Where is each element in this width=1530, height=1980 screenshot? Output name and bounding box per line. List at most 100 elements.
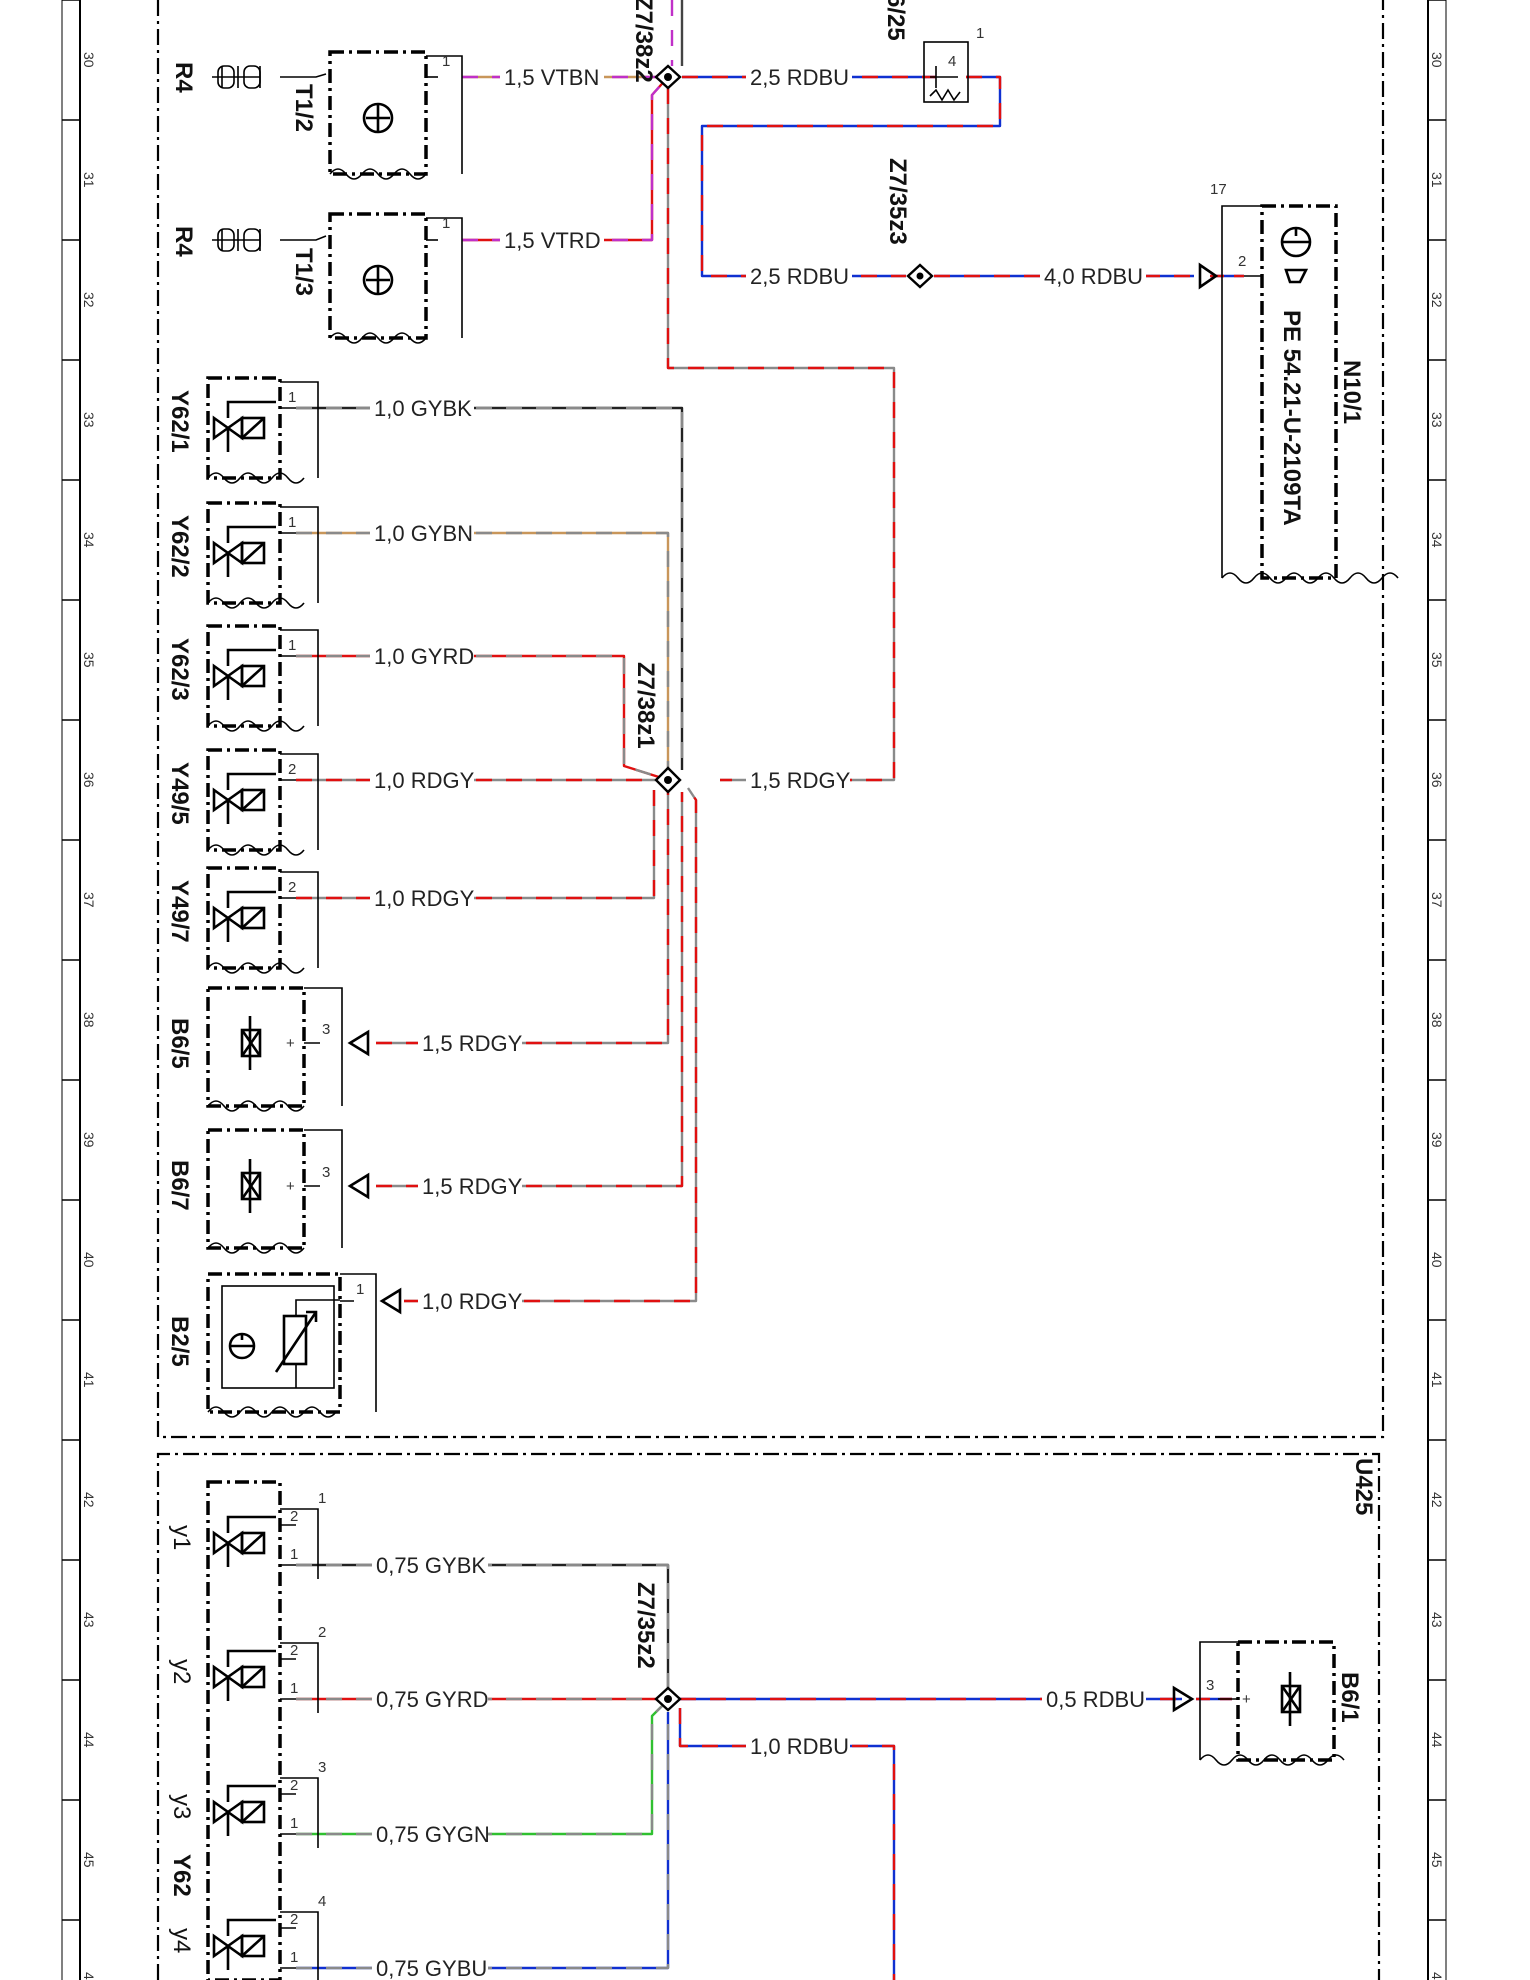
splice-z7-35z3-label: Z7/35z3 — [884, 158, 911, 245]
label-y62-3: Y62/3 — [166, 638, 193, 701]
pin-number: 1 — [290, 1815, 298, 1832]
row-number-right: 42 — [1429, 1492, 1445, 1508]
svg-text:1: 1 — [442, 215, 450, 232]
row-number-left: 40 — [81, 1252, 97, 1268]
row-number-right: 44 — [1429, 1732, 1445, 1748]
svg-text:3: 3 — [1206, 1677, 1214, 1694]
svg-text:+: + — [286, 1178, 295, 1195]
label-u425: U425 — [1350, 1458, 1377, 1515]
valve-y3: 123 — [212, 1759, 326, 1848]
label-t1-3: T1/3 — [290, 248, 317, 296]
svg-text:1: 1 — [442, 53, 450, 70]
row-number-right: 46 — [1429, 1972, 1445, 1980]
wire-label-rdgy-40: 1,0 RDGY — [422, 1289, 523, 1314]
pin-number: 1 — [290, 1546, 298, 1563]
pin-number: 2 — [290, 1911, 298, 1928]
splice-z7-35z2-marker — [654, 1686, 682, 1712]
valve-y2: 1 2 2 — [212, 1624, 326, 1713]
valve-index: 2 — [318, 1624, 326, 1641]
row-number-right: 37 — [1429, 892, 1445, 908]
pin-number: 1 — [288, 389, 296, 406]
row-number-right: 45 — [1429, 1852, 1445, 1868]
row-number-left: 43 — [81, 1612, 97, 1628]
pin-number: 2 — [290, 1777, 298, 1794]
row-number-left: 38 — [81, 1012, 97, 1028]
wire-label-rdgy-39: 1,5 RDGY — [422, 1174, 523, 1199]
wire-label-gybn: 1,0 GYBN — [374, 521, 473, 546]
valve-index: 1 — [318, 1490, 326, 1507]
label-valve-y3: y3 — [168, 1794, 195, 1819]
component-b6-7: + 3 — [206, 1128, 370, 1254]
svg-text:2: 2 — [1238, 253, 1246, 270]
label-valve-y4: y4 — [168, 1928, 195, 1953]
valve-y1: 1 2 1 — [212, 1490, 326, 1579]
row-number-right: 33 — [1429, 412, 1445, 428]
wire-label-rdbu-n10: 4,0 RDBU — [1044, 264, 1143, 289]
splice-z7-38z1-label: Z7/38z1 — [632, 662, 659, 749]
wire-label-gygn-075: 0,75 GYGN — [376, 1822, 490, 1847]
component-y49-5: 2 — [206, 748, 319, 856]
valve-y4: 1 2 4 — [212, 1893, 326, 1980]
svg-text:+: + — [1242, 1691, 1251, 1708]
row-number-left: 37 — [81, 892, 97, 908]
row-number-left: 41 — [81, 1372, 97, 1388]
row-number-left: 30 — [81, 52, 97, 68]
component-y62-1: 1 — [206, 376, 319, 484]
wire-label-rdbu-mid: 2,5 RDBU — [750, 264, 849, 289]
component-t1-2: 1 — [212, 50, 463, 180]
label-n10-1-desc: PE 54.21-U-2109TA — [1278, 310, 1305, 526]
wire-label-rdbu-top: 2,5 RDBU — [750, 65, 849, 90]
row-number-left: 39 — [81, 1132, 97, 1148]
row-number-right: 32 — [1429, 292, 1445, 308]
row-number-right: 34 — [1429, 532, 1445, 548]
wire-label-gybk-075: 0,75 GYBK — [376, 1553, 486, 1578]
wire-label-vtrd: 1,5 VTRD — [504, 228, 601, 253]
component-y62 — [206, 1480, 282, 1980]
svg-text:4: 4 — [948, 53, 956, 70]
wire-labels: 1,5 VTBN 1,5 VTRD 2,5 RDBU 2,5 RDBU 4,0 … — [370, 62, 1146, 1980]
svg-text:1: 1 — [976, 25, 984, 42]
label-y62-1: Y62/1 — [166, 390, 193, 453]
svg-text:3: 3 — [322, 1021, 330, 1038]
valve-index: 4 — [318, 1893, 326, 1910]
pin-number: 1 — [288, 514, 296, 531]
svg-text:17: 17 — [1210, 181, 1227, 198]
wire-label-gyrd: 1,0 GYRD — [374, 644, 474, 669]
row-number-left: 32 — [81, 292, 97, 308]
pin-number: 1 — [290, 1680, 298, 1697]
wire-label-rdgy-36r: 1,5 RDGY — [750, 768, 851, 793]
module-frame-u425 — [156, 1452, 1381, 1980]
pin-number: 1 — [290, 1949, 298, 1966]
row-number-right: 31 — [1429, 172, 1445, 188]
component-b6-5: + 3 — [206, 986, 370, 1112]
label-r4-a: R4 — [170, 62, 197, 93]
label-valve-y1: y1 — [168, 1525, 195, 1550]
label-b6-1: B6/1 — [1336, 1672, 1363, 1723]
row-number-right: 43 — [1429, 1612, 1445, 1628]
label-y62-2: Y62/2 — [166, 515, 193, 578]
pin-number: 2 — [290, 1642, 298, 1659]
splice-z7-38z2-marker — [654, 64, 682, 90]
row-number-right: 38 — [1429, 1012, 1445, 1028]
splice-6-25-label: 6/25 — [882, 0, 909, 41]
row-number-left: 44 — [81, 1732, 97, 1748]
component-y62-3: 1 — [206, 624, 319, 732]
splice-z7-35z2-label: Z7/35z2 — [632, 1582, 659, 1669]
row-number-right: 36 — [1429, 772, 1445, 788]
row-number-left: 36 — [81, 772, 97, 788]
component-n10-1: 2 17 — [1198, 181, 1399, 584]
row-number-left: 31 — [81, 172, 97, 188]
row-number-right: 30 — [1429, 52, 1445, 68]
pin-number: 2 — [288, 879, 296, 896]
label-b6-7: B6/7 — [166, 1160, 193, 1211]
pin-number: 2 — [288, 761, 296, 778]
wire-label-rdgy-38: 1,5 RDGY — [422, 1031, 523, 1056]
row-number-left: 42 — [81, 1492, 97, 1508]
pin-number: 2 — [290, 1508, 298, 1525]
wire-label-rdbu-10: 1,0 RDBU — [750, 1734, 849, 1759]
label-n10-1: N10/1 — [1338, 360, 1365, 424]
label-y62: Y62 — [168, 1854, 195, 1897]
